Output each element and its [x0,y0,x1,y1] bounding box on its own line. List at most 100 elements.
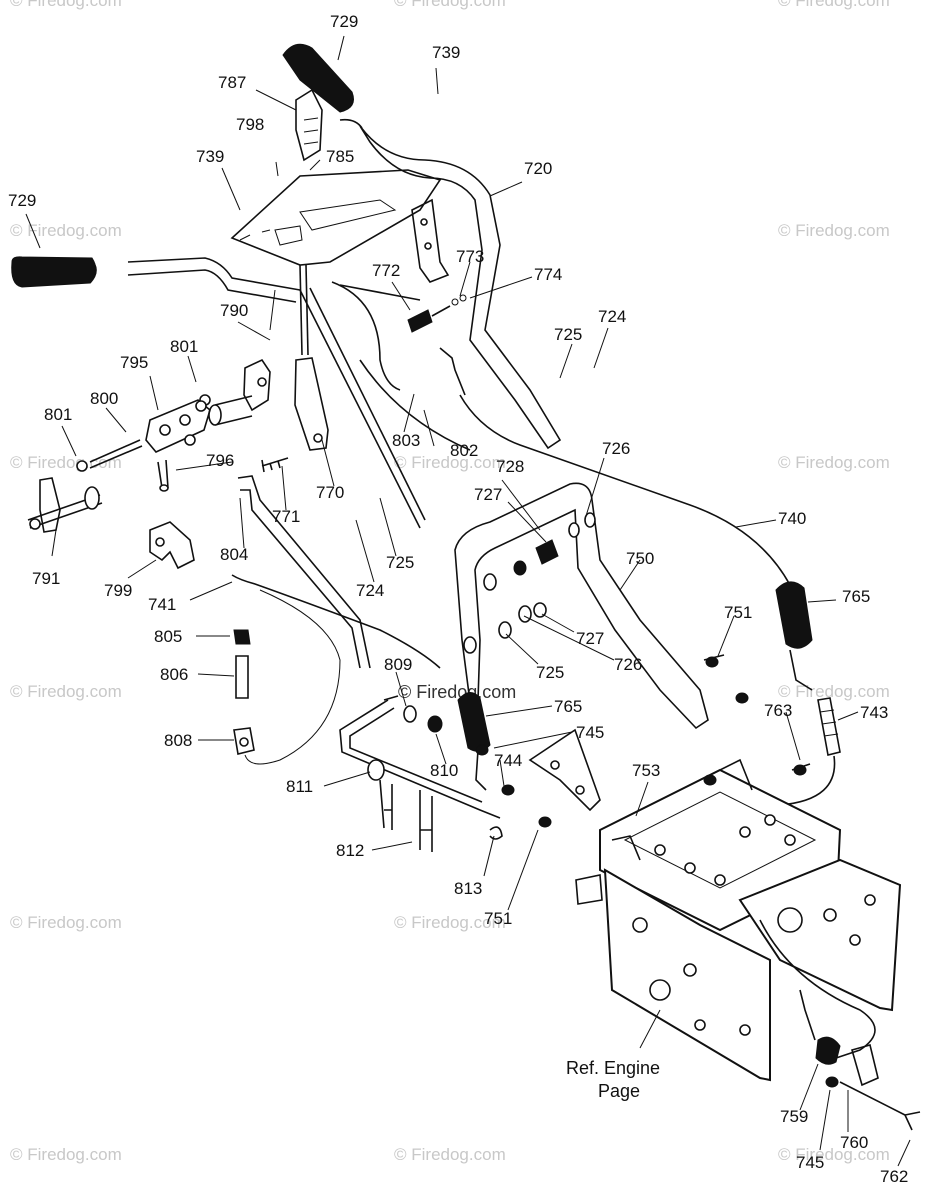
part-label-770: 770 [316,483,344,502]
watermark: © Firedog.com [10,913,122,932]
watermark: © Firedog.com [778,453,890,472]
part-label-727: 727 [576,629,604,648]
watermark: © Firedog.com [778,1145,890,1164]
part-label-741: 741 [148,595,176,614]
watermark: © Firedog.com [10,0,122,10]
part-label-726: 726 [602,439,630,458]
part-label-773: 773 [456,247,484,266]
part-label-740: 740 [778,509,806,528]
part-label-765: 765 [554,697,582,716]
bracket [411,198,450,283]
hand-grip-left [11,256,97,288]
part-label-750: 750 [626,549,654,568]
shift-bracket-795 [76,394,211,472]
bolts-lower [475,744,552,828]
part-label-725: 725 [536,663,564,682]
cross-shaft [339,699,501,852]
hardware-809-810 [383,695,443,733]
hand-grip-upper [282,43,354,113]
part-label-729: 729 [8,191,36,210]
spacer-parts [233,629,255,755]
part-label-800: 800 [90,389,118,408]
part-label-771: 771 [272,507,300,526]
part-label-798: 798 [236,115,264,134]
part-label-751: 751 [724,603,752,622]
part-label-763: 763 [764,701,792,720]
part-label-806: 806 [160,665,188,684]
shift-arm [208,358,271,426]
part-label-760: 760 [840,1133,868,1152]
spring-765-upper [775,581,813,691]
part-label-801: 801 [170,337,198,356]
bolts [703,654,811,776]
part-label-745: 745 [576,723,604,742]
shift-rod-804 [237,475,371,669]
lower-cable [759,919,921,1131]
part-label-725: 725 [386,553,414,572]
clip-799 [149,521,195,570]
spring-765-lower [457,692,491,791]
part-label-796: 796 [206,451,234,470]
watermark: © Firedog.com [394,0,506,10]
part-label-751: 751 [484,909,512,928]
part-label-724: 724 [598,307,626,326]
part-label-785: 785 [326,147,354,166]
shift-lever [295,88,323,162]
part-label-739: 739 [432,43,460,62]
part-label-808: 808 [164,731,192,750]
watermark: © Firedog.com [778,682,890,701]
watermark: © Firedog.com [10,1145,122,1164]
part-label-725: 725 [554,325,582,344]
part-label-729: 729 [330,12,358,31]
part-label-753: 753 [632,761,660,780]
bracket-770 [261,357,329,473]
part-label-790: 790 [220,301,248,320]
bracket-791 [27,477,103,533]
part-label-809: 809 [384,655,412,674]
part-label-720: 720 [524,159,552,178]
part-label-801: 801 [44,405,72,424]
part-label-787: 787 [218,73,246,92]
part-label-772: 772 [372,261,400,280]
ref-engine-label-line1: Ref. Engine [566,1058,660,1078]
cable-740 [359,359,791,586]
watermark: © Firedog.com [394,453,506,472]
part-label-791: 791 [32,569,60,588]
part-label-745: 745 [796,1153,824,1172]
handle-bar [127,118,562,529]
watermark: © Firedog.com [10,221,122,240]
part-label-743: 743 [860,703,888,722]
part-label-812: 812 [336,841,364,860]
part-label-765: 765 [842,587,870,606]
part-label-799: 799 [104,581,132,600]
part-label-727: 727 [474,485,502,504]
ref-engine-label-line2: Page [598,1081,640,1101]
part-label-774: 774 [534,265,562,284]
part-label-744: 744 [494,751,522,770]
part-label-803: 803 [392,431,420,450]
watermark: © Firedog.com [394,913,506,932]
linkage-rods [269,264,466,396]
part-label-804: 804 [220,545,248,564]
stud-796 [157,459,169,492]
watermark-center: © Firedog.com [398,682,516,702]
watermark: © Firedog.com [394,1145,506,1164]
part-label-795: 795 [120,353,148,372]
part-label-726: 726 [614,655,642,674]
watermark: © Firedog.com [778,221,890,240]
part-label-813: 813 [454,879,482,898]
watermark: © Firedog.com [10,682,122,701]
leader-lines [25,35,911,1167]
part-labels: 729 739 787 798 785 739 720 729 772 773 … [8,12,908,1186]
mounting-plates [575,758,902,1082]
artwork [11,43,921,1131]
control-panel [230,169,442,266]
cable-741 [231,574,441,765]
part-label-724: 724 [356,581,384,600]
control-handle-750 [454,482,709,730]
part-label-802: 802 [450,441,478,460]
part-label-728: 728 [496,457,524,476]
part-label-811: 811 [286,777,313,796]
watermark: © Firedog.com [778,0,890,10]
